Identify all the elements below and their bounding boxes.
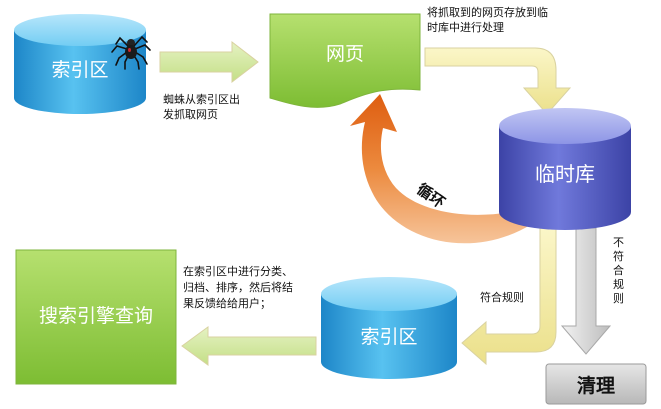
spider-fetch-label-line1: 蜘蛛从索引区出 [163,92,240,106]
arrow-tempdb-to-index [461,227,557,366]
classify-label-line2: 归档、排序，然后将结 [183,280,293,294]
arrow-webpage-to-tempdb [424,47,572,115]
classify-label-line3: 果反馈给给用户； [183,296,271,310]
arrow-tempdb-to-cleanup [560,227,612,355]
webpage-document: 网页 [269,13,421,108]
not-meets-rules-label: 不符合规则 [613,236,624,305]
index-bottom-label: 索引区 [360,326,417,348]
arrow-cycle [350,94,532,244]
index-top-label: 索引区 [51,59,108,81]
arrow-index-to-query [181,326,317,366]
webpage-label: 网页 [326,43,364,65]
search-query-document: 搜索引擎查询 [15,249,177,385]
search-query-label: 搜索引擎查询 [39,305,153,327]
index-cylinder-top: 索引区 [14,14,146,114]
cleanup-label: 清理 [577,374,615,397]
index-cylinder-bottom: 索引区 [321,277,457,379]
spider-fetch-label-line2: 发抓取网页 [163,107,218,121]
store-temp-label-line2: 时库中进行处理 [427,21,504,34]
temp-db-label: 临时库 [535,162,595,186]
meets-rules-label: 符合规则 [480,290,524,304]
temp-db-cylinder: 临时库 [499,108,631,230]
not-meets-rules-text: 不符合规则 [613,236,624,305]
spider-icon [111,35,151,70]
arrow-index-to-webpage [159,40,259,84]
cleanup-box: 清理 [545,363,647,405]
classify-label-line1: 在索引区中进行分类、 [183,264,293,278]
store-temp-label-line1: 将抓取到的网页存放到临 [427,5,548,19]
